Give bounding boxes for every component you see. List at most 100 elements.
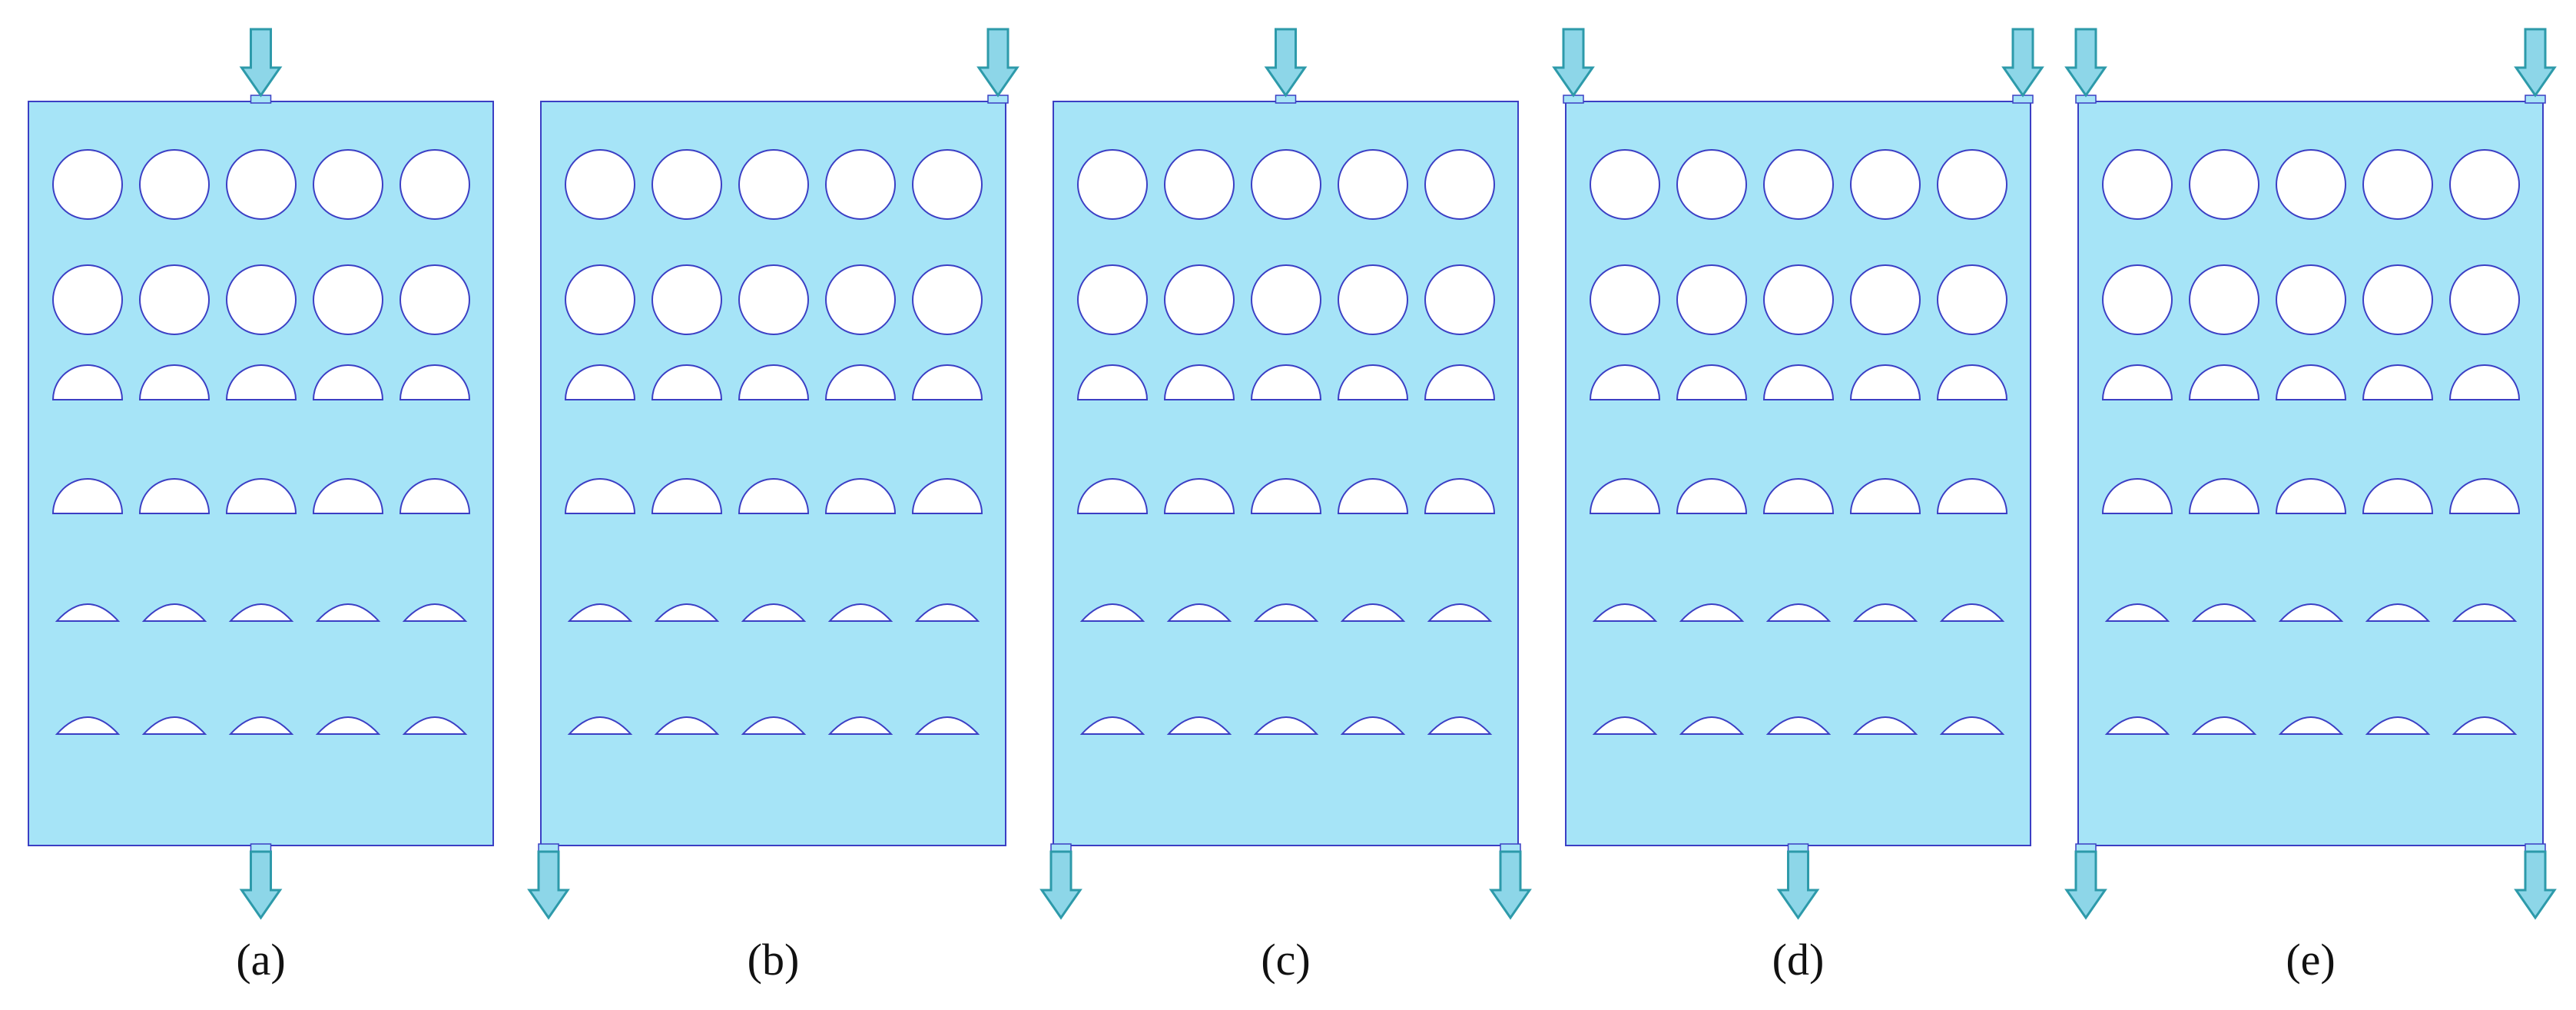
segment-obstacle (2452, 603, 2518, 622)
segment-obstacle (1765, 716, 1832, 735)
outlet-arrow-icon (239, 850, 283, 920)
semicircular-obstacle (564, 364, 636, 400)
semicircular-obstacle (911, 364, 983, 400)
circular-obstacle (2189, 264, 2259, 335)
circular-obstacle (2449, 149, 2520, 220)
segment-obstacle (1340, 716, 1406, 735)
circular-obstacle (226, 264, 297, 335)
segment-obstacle (2104, 716, 2170, 735)
panel-caption: (d) (1772, 935, 1825, 985)
panel-a: (a) (28, 28, 494, 985)
segment-obstacle (2365, 716, 2431, 735)
semicircular-obstacle (51, 478, 124, 514)
outlet-arrow-icon (2064, 850, 2107, 920)
segment-obstacle (567, 603, 633, 622)
circular-obstacle (139, 149, 210, 220)
segment-obstacle (402, 603, 468, 622)
segment-obstacle (55, 716, 121, 735)
panel-e: (e) (2064, 28, 2557, 985)
circular-obstacle (651, 264, 722, 335)
circular-obstacle (1590, 149, 1660, 220)
inlet-arrow-icon (1264, 28, 1308, 98)
inlet-arrow-icon (976, 28, 1019, 98)
circular-obstacle (1077, 149, 1148, 220)
segment-obstacle (1679, 603, 1745, 622)
inlet-arrow-icon (2064, 28, 2107, 98)
circular-obstacle (399, 149, 470, 220)
semicircular-obstacle (2362, 364, 2434, 400)
semicircular-obstacle (1163, 478, 1235, 514)
panel-d: (d) (1552, 28, 2044, 985)
segment-obstacle (228, 603, 294, 622)
segment-obstacle (2104, 603, 2170, 622)
segment-obstacle (1079, 603, 1145, 622)
semicircular-obstacle (1762, 364, 1835, 400)
circular-obstacle (1937, 149, 2007, 220)
circular-obstacle (399, 264, 470, 335)
segment-obstacle (1253, 603, 1319, 622)
segment-obstacle (1340, 603, 1406, 622)
circular-obstacle (738, 264, 809, 335)
segment-obstacle (741, 603, 807, 622)
segment-obstacle (1592, 716, 1658, 735)
circular-obstacle (825, 264, 896, 335)
segment-obstacle (141, 603, 207, 622)
semicircular-obstacle (1337, 364, 1409, 400)
segment-obstacle (914, 716, 980, 735)
circular-obstacle (52, 264, 123, 335)
semicircular-obstacle (1250, 364, 1322, 400)
segment-obstacle (914, 603, 980, 622)
circular-obstacle (2102, 264, 2173, 335)
circular-obstacle (2449, 264, 2520, 335)
segment-obstacle (567, 716, 633, 735)
circular-obstacle (2276, 149, 2346, 220)
semicircular-obstacle (1762, 478, 1835, 514)
segment-obstacle (827, 603, 893, 622)
semicircular-obstacle (1849, 478, 1921, 514)
segment-obstacle (1079, 716, 1145, 735)
circular-obstacle (1251, 264, 1321, 335)
circular-obstacle (1164, 264, 1235, 335)
semicircular-obstacle (2362, 478, 2434, 514)
inlet-arrow-icon (1552, 28, 1595, 98)
circular-obstacle (1676, 149, 1747, 220)
circular-obstacle (1424, 149, 1495, 220)
segment-obstacle (1427, 603, 1493, 622)
semicircular-obstacle (2448, 478, 2521, 514)
circular-obstacle (2362, 264, 2433, 335)
semicircular-obstacle (2188, 364, 2260, 400)
circular-obstacle (1251, 149, 1321, 220)
semicircular-obstacle (138, 364, 211, 400)
semicircular-obstacle (738, 478, 810, 514)
circular-obstacle (1676, 264, 1747, 335)
circular-obstacle (1850, 149, 1921, 220)
semicircular-obstacle (1424, 478, 1496, 514)
semicircular-obstacle (824, 478, 897, 514)
inlet-arrow-icon (239, 28, 283, 98)
segment-obstacle (315, 716, 381, 735)
circular-obstacle (565, 149, 635, 220)
segment-obstacle (1679, 716, 1745, 735)
segment-obstacle (2191, 603, 2257, 622)
semicircular-obstacle (312, 364, 384, 400)
segment-obstacle (1166, 603, 1232, 622)
circular-obstacle (1590, 264, 1660, 335)
segment-obstacle (55, 603, 121, 622)
circular-obstacle (651, 149, 722, 220)
segment-obstacle (2191, 716, 2257, 735)
segment-obstacle (2452, 716, 2518, 735)
circular-obstacle (1338, 149, 1408, 220)
semicircular-obstacle (312, 478, 384, 514)
semicircular-obstacle (1589, 478, 1661, 514)
segment-obstacle (1166, 716, 1232, 735)
semicircular-obstacle (2275, 364, 2347, 400)
semicircular-obstacle (564, 478, 636, 514)
segment-obstacle (1939, 716, 2005, 735)
semicircular-obstacle (51, 364, 124, 400)
panel-caption: (b) (748, 935, 800, 985)
semicircular-obstacle (1589, 364, 1661, 400)
semicircular-obstacle (1076, 364, 1149, 400)
semicircular-obstacle (1936, 478, 2008, 514)
semicircular-obstacle (399, 364, 471, 400)
semicircular-obstacle (1163, 364, 1235, 400)
